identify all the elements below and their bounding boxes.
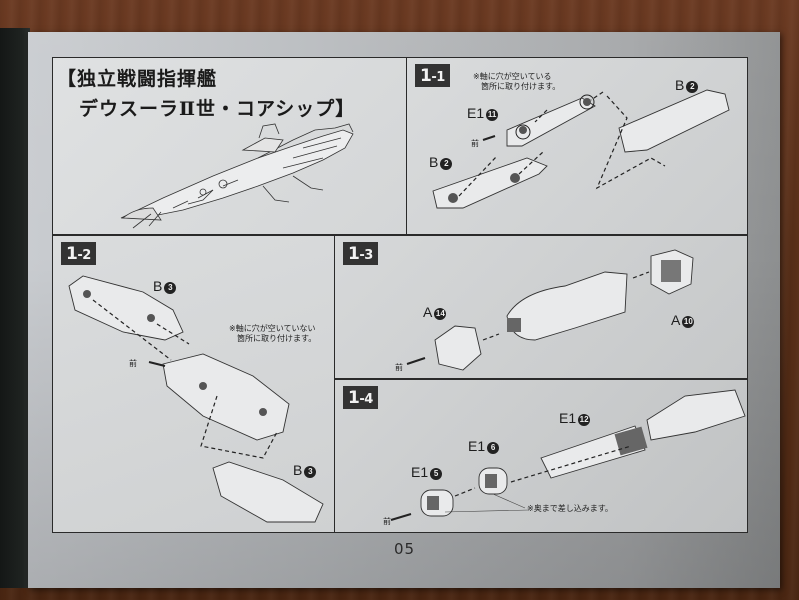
front-direction-label: 前 <box>129 359 137 368</box>
engine-core <box>506 271 628 341</box>
front-direction-label: 前 <box>471 139 479 148</box>
core-body <box>162 353 290 441</box>
step-badge-1-3: 1-3 <box>343 242 378 265</box>
title-line-2: デウスーラⅡ世・コアシップ】 <box>79 98 356 120</box>
front-arrow <box>482 135 496 141</box>
title-line-1: 【独立戦闘指揮艦 <box>57 68 218 90</box>
part-b2-left <box>432 157 548 209</box>
step-badge-1-1: 1-1 <box>415 64 450 87</box>
step-badge-1-2: 1-2 <box>61 242 96 265</box>
ship-illustration <box>120 123 354 229</box>
part-b3-bottom <box>212 461 324 523</box>
part-e1-11 <box>506 97 596 147</box>
step-badge-1-4: 1-4 <box>343 386 378 409</box>
part-e1-12-head <box>646 389 746 441</box>
front-arrow <box>390 513 412 521</box>
step-1-2-note: ※軸に穴が空いていない 箇所に取り付けます。 <box>229 324 317 343</box>
step-1-3-diagram <box>406 249 694 371</box>
part-b3-top <box>68 275 184 341</box>
dark-book-edge <box>0 28 30 588</box>
part-a14-nozzle <box>434 325 482 371</box>
page-number: 05 <box>394 540 416 558</box>
manual-page: 【独立戦闘指揮艦 デウスーラⅡ世・コアシップ】 1-1 ※軸 <box>28 32 780 588</box>
step-1-1-diagram <box>432 89 730 209</box>
step-1-2-diagram <box>68 275 324 523</box>
title-panel: 【独立戦闘指揮艦 デウスーラⅡ世・コアシップ】 <box>52 57 406 235</box>
front-direction-label: 前 <box>383 517 391 526</box>
square-peg <box>507 318 521 332</box>
step-1-1-note: ※軸に穴が空いている 箇所に取り付けます。 <box>473 72 561 91</box>
square-socket <box>661 260 681 282</box>
sleeve-dark <box>614 426 648 456</box>
step-1-4-note: ※奥まで差し込みます。 <box>527 504 613 513</box>
part-b2-right <box>618 89 730 153</box>
front-direction-label: 前 <box>395 363 403 372</box>
front-arrow <box>406 357 426 365</box>
front-arrow <box>148 361 166 367</box>
step-1-4-diagram <box>390 389 746 521</box>
